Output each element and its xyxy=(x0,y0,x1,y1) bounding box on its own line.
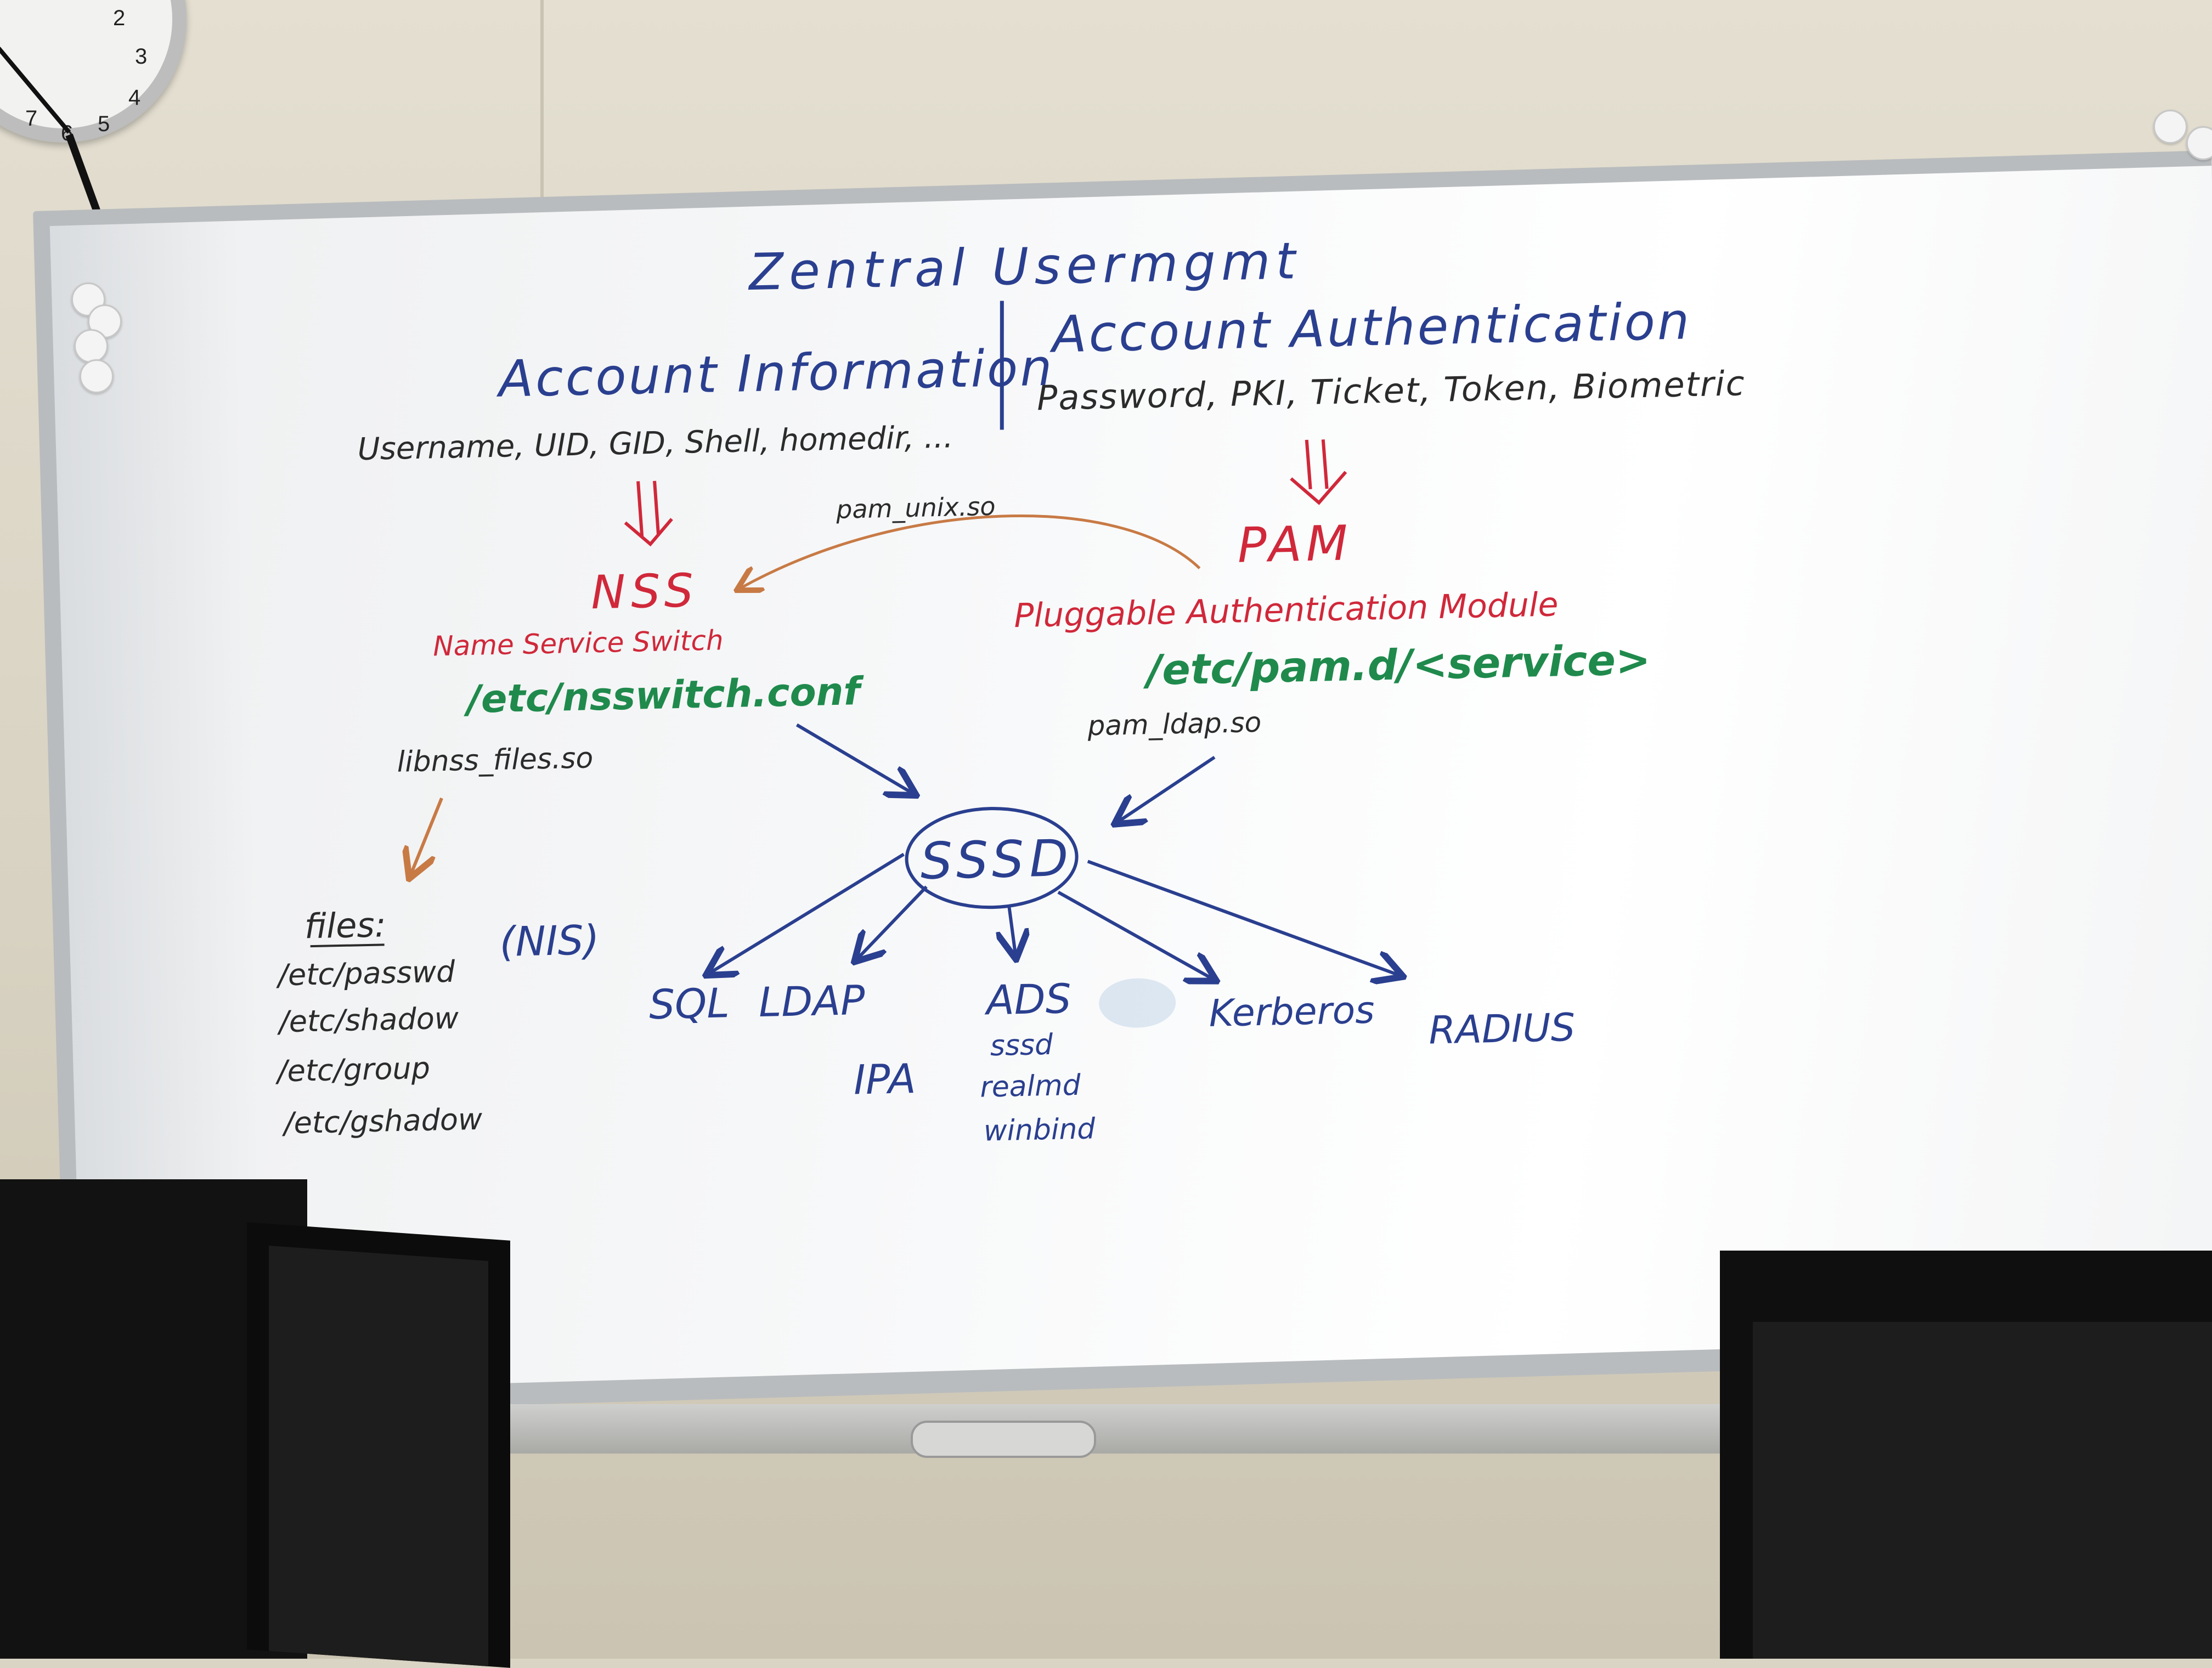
libnss-to-files-arrow xyxy=(409,797,443,875)
backend-ads: ADS xyxy=(984,975,1071,1024)
magnet xyxy=(80,359,114,393)
clock-number: 5 xyxy=(98,112,110,136)
files-label: files: xyxy=(304,904,386,946)
pam-module: pam_ldap.so xyxy=(1087,706,1262,742)
clock-number: 4 xyxy=(128,86,141,110)
nss-label: NSS xyxy=(590,563,699,619)
backend-radius: RADIUS xyxy=(1428,1005,1575,1053)
ipa-label: IPA xyxy=(853,1055,916,1104)
nss-full-name: Name Service Switch xyxy=(433,624,724,662)
ads-tool: realmd xyxy=(980,1069,1082,1104)
monitor-left-screen xyxy=(269,1246,488,1666)
wall-corner xyxy=(540,0,544,208)
account-authentication-heading: Account Authentication xyxy=(1049,292,1692,364)
monitor-left xyxy=(247,1222,510,1668)
ads-tool: sssd xyxy=(990,1028,1054,1062)
account-information-detail: Username, UID, GID, Shell, homedir, ... xyxy=(357,419,953,467)
backend-ldap: LDAP xyxy=(758,977,866,1026)
whiteboard-tray xyxy=(472,1404,1745,1454)
marker-tray-handle xyxy=(911,1421,1096,1458)
nss-to-sssd-arrow xyxy=(795,723,913,796)
monitor-right xyxy=(1720,1251,2212,1659)
board-smudge xyxy=(1099,978,1176,1028)
pam-to-sssd-arrow xyxy=(1116,756,1216,823)
clock-number: 2 xyxy=(113,6,126,30)
sssd-backend-arrows xyxy=(706,852,1400,990)
account-authentication-detail: Password, PKI, Ticket, Token, Biometric xyxy=(1036,363,1746,418)
files-item: /etc/gshadow xyxy=(281,1102,483,1141)
backend-kerberos: Kerberos xyxy=(1209,989,1375,1036)
pam-unix-link-label: pam_unix.so xyxy=(836,491,996,524)
clock-number: 7 xyxy=(25,106,38,131)
heading-divider xyxy=(1000,301,1004,430)
files-item: /etc/shadow xyxy=(276,1001,459,1039)
account-information-heading: Account Information xyxy=(495,338,1055,409)
nss-config-path: /etc/nsswitch.conf xyxy=(462,669,865,722)
nss-double-arrow xyxy=(624,480,673,547)
pam-unix-link-arrow xyxy=(738,514,1201,589)
magnet xyxy=(2186,126,2212,160)
pam-full-name: Pluggable Authentication Module xyxy=(1014,585,1559,635)
files-underline xyxy=(310,943,385,948)
ads-tool: winbind xyxy=(983,1112,1096,1147)
clock-number: 3 xyxy=(135,44,148,69)
nss-module: libnss_files.so xyxy=(397,742,594,778)
sssd-ellipse xyxy=(905,807,1079,909)
pam-double-arrow xyxy=(1290,439,1347,505)
pam-config-path: /etc/pam.d/<service> xyxy=(1142,635,1651,694)
monitor-right-screen xyxy=(1753,1322,2212,1659)
board-title: Zentral Usermgmt xyxy=(747,231,1301,302)
backend-sql: SQL xyxy=(648,980,730,1028)
nis-label: (NIS) xyxy=(499,917,600,966)
files-item: /etc/passwd xyxy=(275,954,456,993)
pam-label: PAM xyxy=(1237,514,1353,573)
files-item: /etc/group xyxy=(275,1051,431,1089)
magnet xyxy=(2153,110,2187,144)
sssd-label: SSSD xyxy=(920,829,1075,891)
